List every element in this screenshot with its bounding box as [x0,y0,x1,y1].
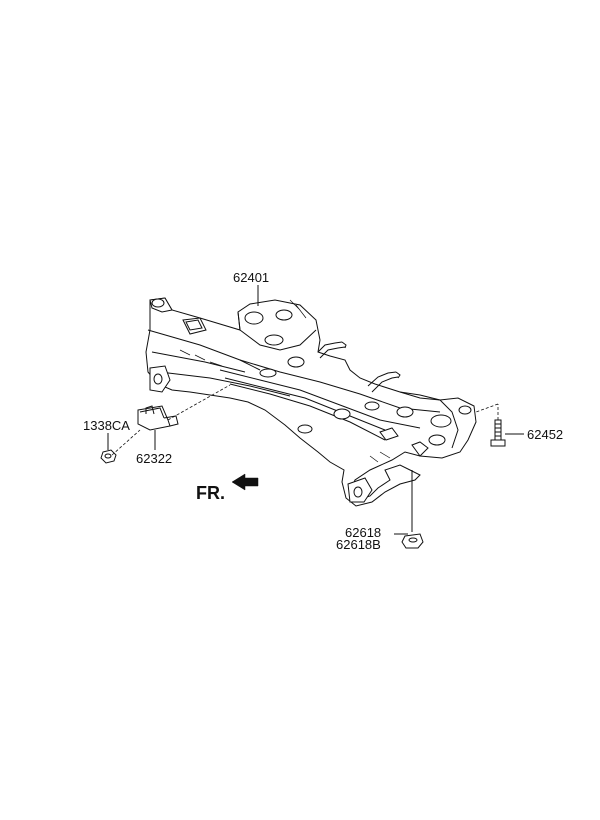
nut-mounting-line [111,429,141,456]
part-number-bracket: 62322 [136,451,173,466]
part-number-subframe: 62401 [233,270,270,285]
part-number-stopper-b: 62618B [336,537,381,552]
bolt-62452 [490,419,506,447]
part-number-bolt: 62452 [527,427,564,442]
stopper-62618 [401,533,424,549]
bracket-62322 [137,405,179,431]
front-subframe [145,297,477,507]
bolt-mounting-line-2 [475,403,499,413]
part-number-stopper-a: 62618 [345,525,382,540]
part-number-nut: 1338CA [83,418,130,433]
bracket-mounting-line [167,384,231,421]
front-direction-arrow [231,473,259,491]
front-direction-label: FR. [196,483,225,503]
nut-1338ca [100,449,117,464]
